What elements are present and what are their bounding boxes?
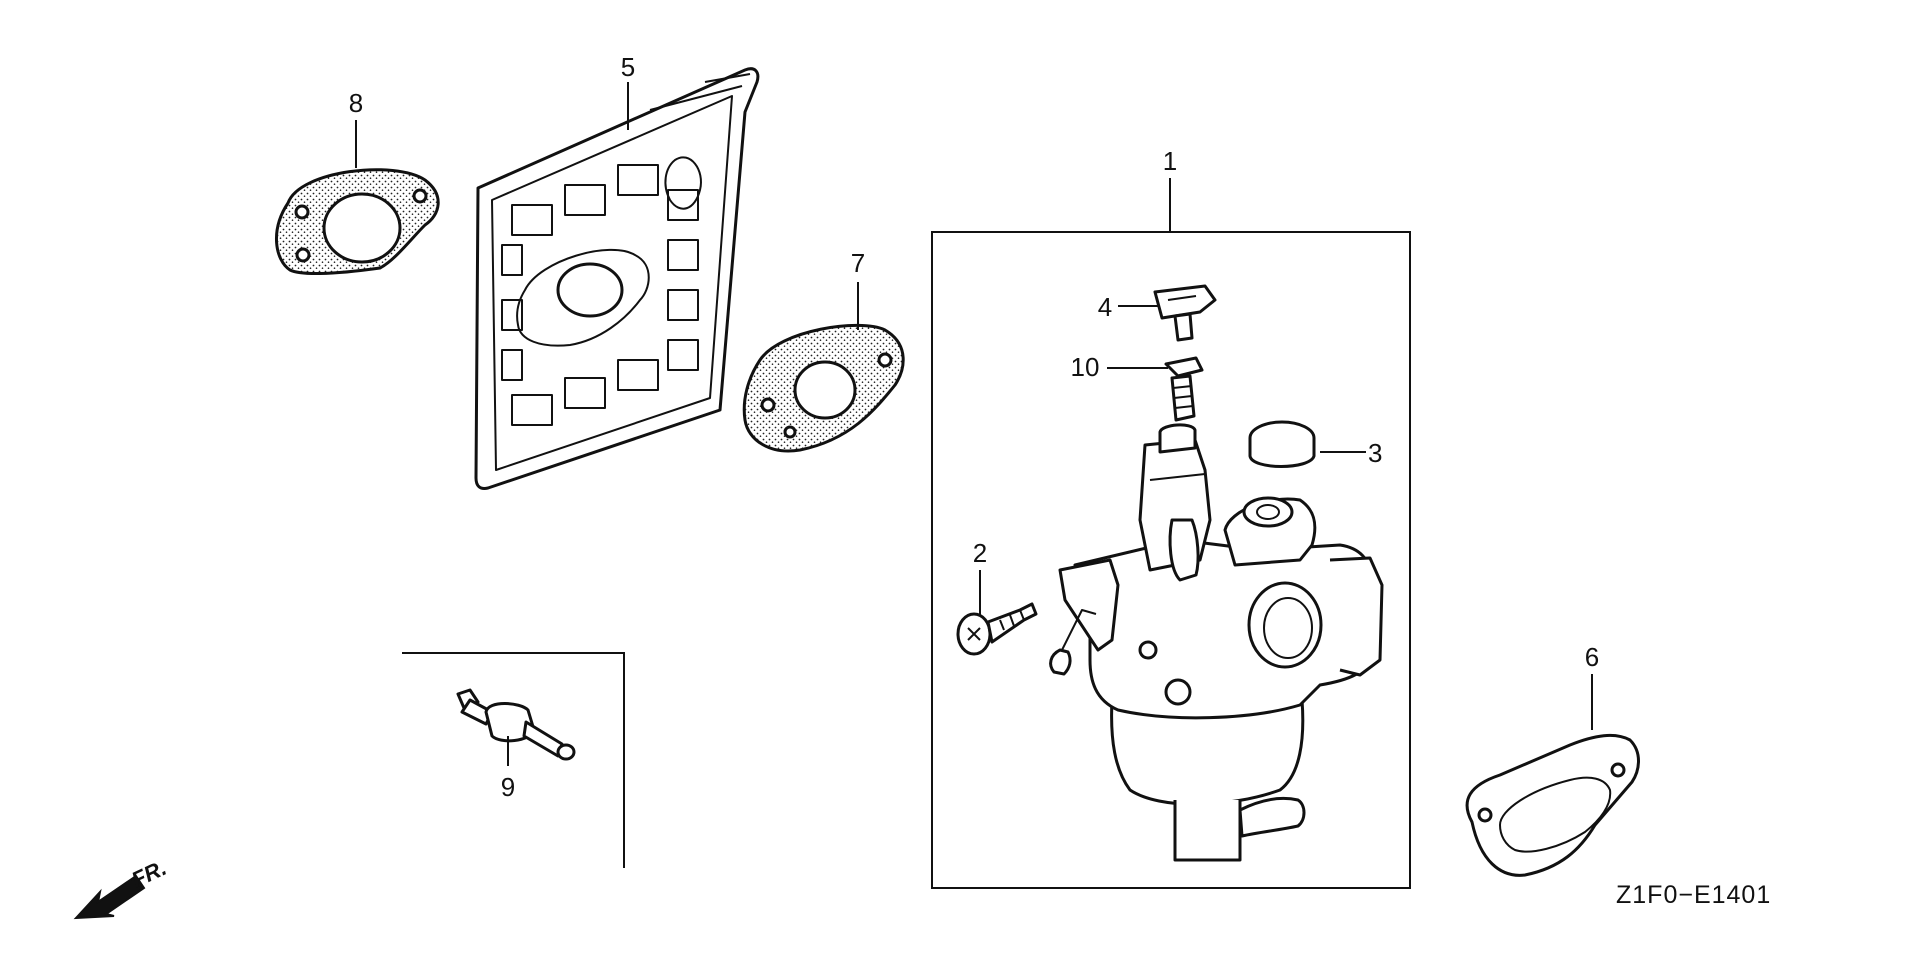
gasket-8 [274,168,440,275]
jet-9 [456,688,576,761]
air-cleaner-case-5 [474,67,760,490]
callout-labels: 1 2 3 4 5 6 7 8 9 10 [349,52,1599,802]
screw-2 [956,602,1038,656]
front-direction-marker: FR. [73,855,170,920]
front-arrow-icon [73,874,146,920]
pilot-screw-10 [1164,356,1204,422]
callout-9: 9 [501,772,515,802]
callout-5: 5 [621,52,635,82]
carburetor-body [1049,423,1384,862]
gasket-6 [1465,734,1640,877]
callout-8: 8 [349,88,363,118]
cap-4 [1153,284,1217,342]
part-9-area [402,652,625,868]
callout-6: 6 [1585,642,1599,672]
callout-7: 7 [851,248,865,278]
drawing-code: Z1F0−E1401 [1616,881,1771,909]
callout-3: 3 [1368,438,1382,468]
callout-10: 10 [1071,352,1100,382]
plug-3 [1248,420,1316,468]
callout-4: 4 [1098,292,1112,322]
gasket-7 [742,323,905,453]
leader-lines [355,82,1593,766]
callout-1: 1 [1163,146,1177,176]
callout-2: 2 [973,538,987,568]
